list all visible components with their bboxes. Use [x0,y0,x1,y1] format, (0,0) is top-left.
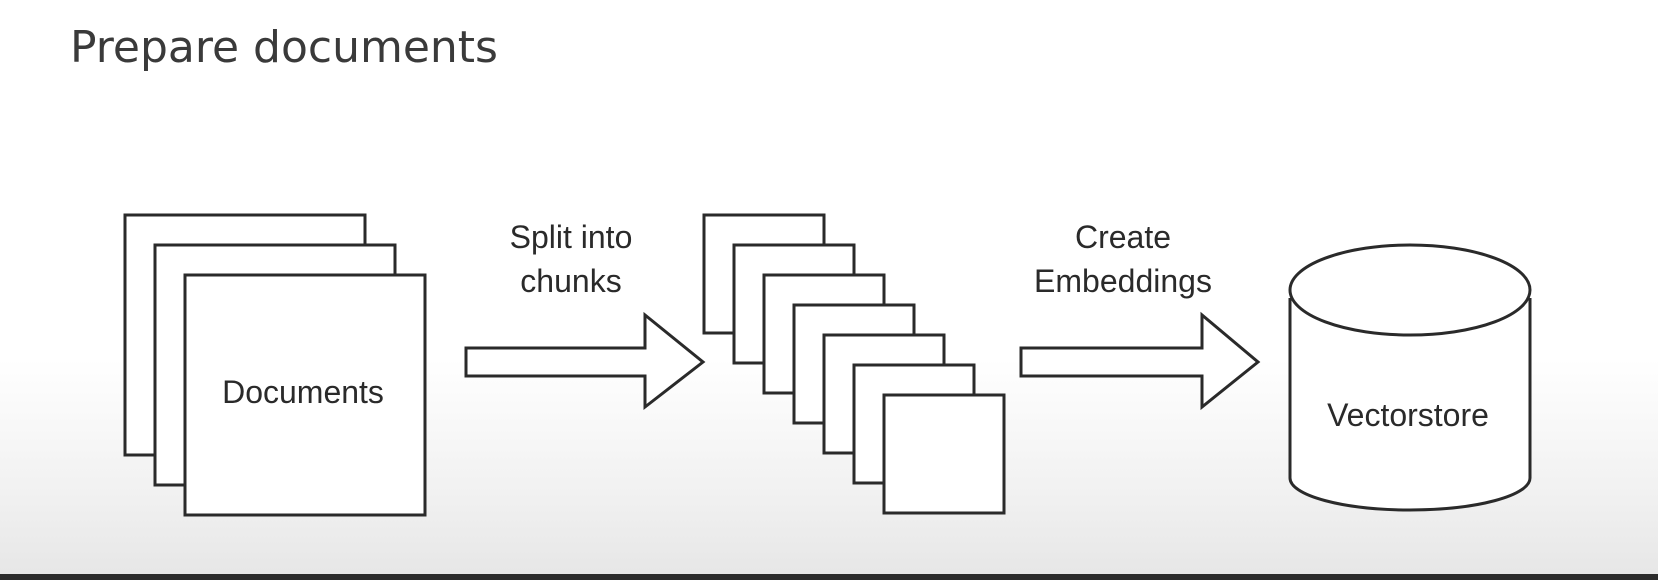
cylinder-top [1288,243,1532,337]
vectorstore-label: Vectorstore [1327,397,1489,433]
documents-stack: Documents [123,213,427,517]
embed-arrow [1019,311,1261,411]
chunks-stack [702,213,1006,515]
cylinder-body [1288,298,1532,512]
documents-label: Documents [222,374,384,410]
split-arrow [464,311,706,411]
split-step: Split into chunks [464,219,706,411]
document-page-front [183,273,427,517]
bottom-bar [0,574,1658,580]
embed-label-line2: Embeddings [1034,263,1212,299]
vectorstore-cylinder: Vectorstore [1288,243,1532,512]
embed-step: Create Embeddings [1019,219,1261,411]
split-label-line2: chunks [520,263,621,299]
slide-title: Prepare documents [70,22,498,73]
embed-label-line1: Create [1075,219,1171,255]
chunk-7 [882,393,1006,515]
split-label-line1: Split into [510,219,633,255]
